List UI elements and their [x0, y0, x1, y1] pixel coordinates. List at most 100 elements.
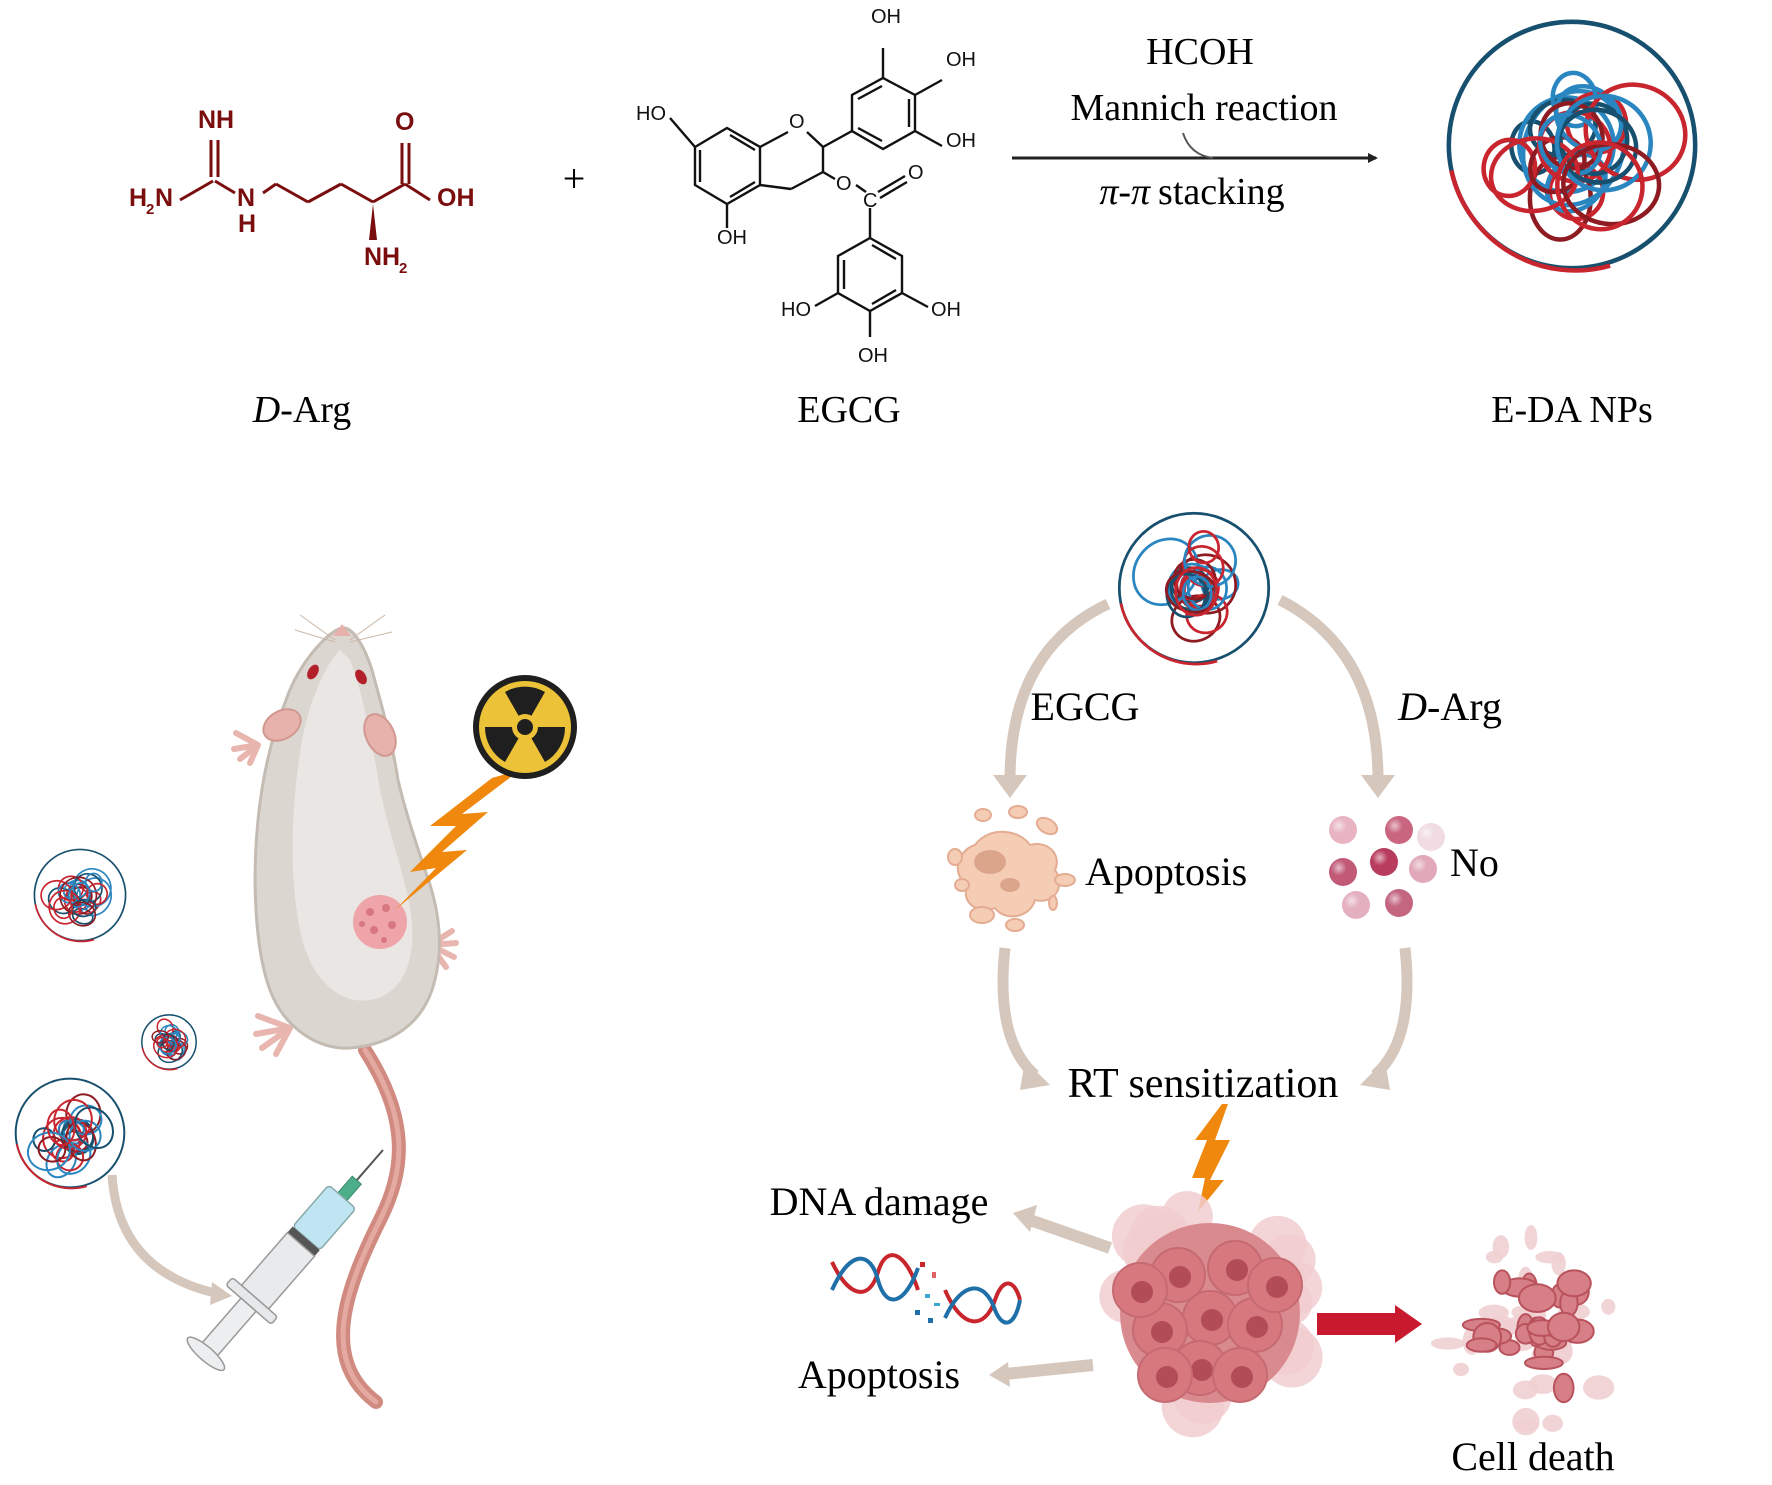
no-to-rt-arrowhead	[1360, 1060, 1390, 1090]
no-sphere-shine	[1329, 858, 1357, 886]
atom-oh-gall-b: OH	[858, 345, 888, 367]
tumor-cell-nucleus	[1131, 1281, 1153, 1303]
apoptosis-effect-arrowhead	[989, 1362, 1010, 1387]
dead-cell-fragment	[1493, 1269, 1512, 1295]
dead-cell-fragment	[1556, 1269, 1592, 1298]
debris-fragment	[1528, 1374, 1558, 1394]
debris-fragment	[1535, 1251, 1564, 1264]
debris-fragment	[1516, 1418, 1539, 1432]
progression-arrow	[1317, 1305, 1422, 1343]
reaction-arrow	[1012, 132, 1378, 163]
radiation-icon	[473, 675, 577, 779]
egcg-structure	[669, 48, 943, 337]
tumor-cluster-icon	[1099, 1190, 1323, 1438]
atom-h2n-sub: 2	[146, 201, 154, 218]
mouse-ear-left	[262, 708, 302, 742]
no-sphere-shine	[1370, 848, 1398, 876]
no-sphere-shine	[1342, 891, 1370, 919]
atom-o-carbonyl: O	[908, 162, 924, 184]
egcg-branch-label: EGCG	[1031, 684, 1140, 729]
dead-cells-icon	[1430, 1225, 1616, 1436]
egcg-branch-arrowhead	[993, 775, 1027, 798]
egcg-label: EGCG	[797, 389, 900, 431]
debris-fragment	[1430, 1337, 1465, 1350]
atom-nh: NH	[198, 106, 234, 134]
no-sphere-shine	[1385, 816, 1413, 844]
nitric-oxide-icon	[1329, 816, 1445, 919]
tumor-cell-nucleus	[1246, 1316, 1268, 1338]
no-to-rt-arrow	[1371, 947, 1413, 1080]
tumor-cell-nucleus	[1201, 1309, 1223, 1331]
debris-fragment	[1542, 1414, 1563, 1432]
mouse-eye-right	[355, 669, 367, 685]
dead-cell-fragment	[1465, 1337, 1498, 1353]
tumor-cell-nucleus	[1156, 1366, 1178, 1388]
tumor-cell-nucleus	[1169, 1266, 1191, 1288]
darg-branch-arrow	[1277, 595, 1384, 781]
atom-nh2: NH	[364, 243, 400, 271]
mouse-paw-rear-left	[253, 1013, 293, 1057]
d-arg-atoms: NH H 2 N N H O OH NH 2	[129, 106, 475, 277]
debris-fragment	[1601, 1298, 1616, 1315]
atom-oh-r1: OH	[946, 49, 976, 71]
atom-nh2-sub: 2	[399, 260, 407, 277]
injection-arrow-head	[210, 1282, 232, 1305]
stacking-text: stacking	[1158, 171, 1285, 213]
dead-cell-fragment	[1547, 1311, 1581, 1343]
egcg-atoms: OH OH OH HO O OH O C O HO OH OH	[636, 6, 976, 367]
no-sphere-shine	[1417, 823, 1445, 851]
atom-ho-gall: HO	[781, 299, 811, 321]
dead-cell-fragment	[1517, 1283, 1557, 1313]
no-sphere-shine	[1385, 889, 1413, 917]
no-sphere-shine	[1409, 855, 1437, 883]
d-arg-label-suffix: -Arg	[280, 389, 351, 431]
atom-o-ester: O	[836, 173, 852, 195]
nanoparticle-icon	[14, 1077, 126, 1190]
tumor-cell-nucleus	[1191, 1359, 1213, 1381]
d-arg-label-prefix: D	[252, 389, 280, 431]
tumor-cell-nucleus	[1226, 1259, 1248, 1281]
darg-branch-arrowhead	[1361, 775, 1395, 798]
apoptosis-effect-arrow	[1004, 1359, 1094, 1380]
plus-sign: +	[563, 156, 586, 201]
dead-cell-fragment	[1552, 1372, 1575, 1404]
debris-fragment	[1492, 1235, 1510, 1259]
atom-h2n-n: N	[155, 184, 173, 212]
dna-damage-arrow	[1028, 1214, 1112, 1254]
apoptosis-to-rt-arrowhead	[1020, 1060, 1050, 1090]
nanoparticle-icon	[33, 848, 127, 943]
dna-damage-arrowhead	[1013, 1205, 1037, 1232]
mouse-whiskers	[294, 614, 393, 643]
darg-branch-label: D-Arg	[1397, 684, 1502, 729]
apoptosis-outcome-label: Apoptosis	[1085, 849, 1247, 894]
radiation-lightning-icon	[1192, 1104, 1230, 1212]
atom-oh-r2: OH	[946, 130, 976, 152]
tumor-cell-nucleus	[1266, 1276, 1288, 1298]
no-sphere-shine	[1329, 816, 1357, 844]
atom-oh: OH	[437, 184, 475, 212]
nanoparticle-layer	[14, 19, 1698, 1190]
mouse-paw-rear-right	[427, 928, 459, 970]
reaction-name-label: Mannich reaction	[1071, 87, 1338, 129]
debris-fragment	[1583, 1375, 1615, 1400]
d-arg-structure	[179, 140, 431, 240]
mouse-icon	[231, 614, 459, 1057]
cell-death-label: Cell death	[1451, 1434, 1614, 1479]
darg-branch-prefix: D	[1397, 684, 1427, 729]
atom-ho-left: HO	[636, 103, 666, 125]
nanoparticle-icon	[141, 1014, 197, 1071]
mouse-paw-front-left	[231, 730, 261, 766]
reagent-curve	[1182, 132, 1214, 159]
tumor-icon	[353, 895, 407, 949]
apoptosis-effect-label: Apoptosis	[798, 1352, 960, 1397]
atom-h2n-h: H	[129, 184, 147, 212]
d-arg-label: D-Arg	[252, 389, 352, 431]
apoptotic-cell-icon	[947, 805, 1076, 932]
tumor-cell-nucleus	[1231, 1366, 1253, 1388]
debris-fragment	[1453, 1362, 1469, 1377]
mouse-nose	[333, 624, 351, 636]
product-nanoparticle-icon	[1446, 19, 1698, 273]
dead-cell-fragment	[1524, 1355, 1564, 1371]
atom-oh-gall-r: OH	[931, 299, 961, 321]
mechanism-nanoparticle-icon	[1117, 511, 1271, 666]
